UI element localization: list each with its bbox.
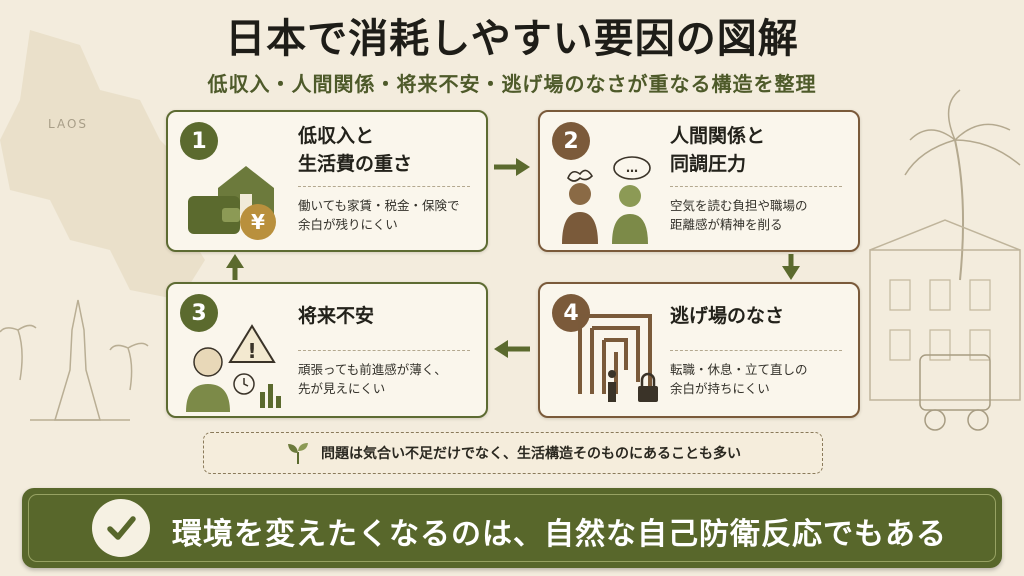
step-number-badge: 4 bbox=[552, 294, 590, 332]
card-title-line1: 将来不安 bbox=[298, 305, 375, 327]
card-desc-line1: 転職・休息・立て直しの bbox=[670, 362, 808, 377]
card-title-line1: 逃げ場のなさ bbox=[670, 305, 785, 327]
sprout-icon bbox=[288, 443, 308, 464]
arrow-down-icon bbox=[782, 254, 800, 280]
conclusion-banner: 環境を変えたくなるのは、自然な自己防衛反応でもある bbox=[22, 488, 1002, 568]
card-divider bbox=[298, 350, 470, 351]
card-desc-line2: 余白が残りにくい bbox=[298, 217, 398, 232]
factor-card-future-anxiety: 3 ! 将来不安 頑張っても前進感が薄く、 先が見えにくい bbox=[166, 282, 488, 418]
page-subtitle: 低収入・人間関係・将来不安・逃げ場のなさが重なる構造を整理 bbox=[207, 72, 817, 96]
warning-mark: ! bbox=[247, 339, 256, 363]
note-box: 問題は気合い不足だけでなく、生活構造そのものにあることも多い bbox=[203, 432, 823, 474]
step-number-badge: 2 bbox=[552, 122, 590, 160]
card-title-line1: 低収入と bbox=[298, 125, 375, 147]
card-title-line1: 人間関係と bbox=[670, 125, 766, 147]
factor-card-relationships: 2 … 人間関係と 同調圧力 空気を読む負担や職場の 距離感が精神を削る bbox=[538, 110, 860, 252]
temple-sketch bbox=[0, 299, 149, 421]
map-label: LAOS bbox=[48, 117, 89, 131]
card-title-line2: 同調圧力 bbox=[670, 153, 747, 175]
card-desc-line2: 余白が持ちにくい bbox=[670, 381, 770, 396]
wallet-house-yen-icon: ¥ bbox=[188, 166, 276, 240]
street-sketch bbox=[869, 89, 1021, 431]
page-title: 日本で消耗しやすい要因の図解 bbox=[225, 16, 799, 62]
checkmark-icon bbox=[92, 499, 150, 557]
step-number-badge: 1 bbox=[180, 122, 218, 160]
card-divider bbox=[670, 186, 842, 187]
speech-dots: … bbox=[626, 161, 638, 175]
two-people-speech-icon: … bbox=[562, 156, 651, 244]
card-divider bbox=[298, 186, 470, 187]
step-number-badge: 3 bbox=[180, 294, 218, 332]
card-desc-line1: 働いても家賃・税金・保険で bbox=[298, 198, 460, 213]
card-divider bbox=[670, 350, 842, 351]
card-desc-line2: 先が見えにくい bbox=[298, 381, 386, 396]
yen-symbol: ¥ bbox=[251, 210, 265, 234]
worried-person-warning-icon: ! bbox=[186, 324, 281, 412]
note-text: 問題は気合い不足だけでなく、生活構造そのものにあることも多い bbox=[321, 446, 741, 462]
arrow-right-icon bbox=[494, 158, 530, 176]
banner-border bbox=[28, 494, 996, 562]
arrow-left-icon bbox=[494, 340, 530, 358]
maze-lock-icon bbox=[578, 314, 658, 402]
conclusion-text: 環境を変えたくなるのは、自然な自己防衛反応でもある bbox=[172, 517, 947, 552]
factor-card-no-escape: 4 逃げ場のなさ 転職・休息・立て直しの 余白が持ちにくい bbox=[538, 282, 860, 418]
arrow-up-icon bbox=[226, 254, 244, 280]
factor-card-low-income: 1 ¥ 低収入と 生活費の重さ 働いても家賃・税金・保険で 余白が残りにくい bbox=[166, 110, 488, 252]
card-title-line2: 生活費の重さ bbox=[298, 153, 413, 175]
card-desc-line1: 頑張っても前進感が薄く、 bbox=[298, 362, 447, 377]
card-desc-line2: 距離感が精神を削る bbox=[670, 217, 783, 232]
card-desc-line1: 空気を読む負担や職場の bbox=[670, 198, 808, 213]
